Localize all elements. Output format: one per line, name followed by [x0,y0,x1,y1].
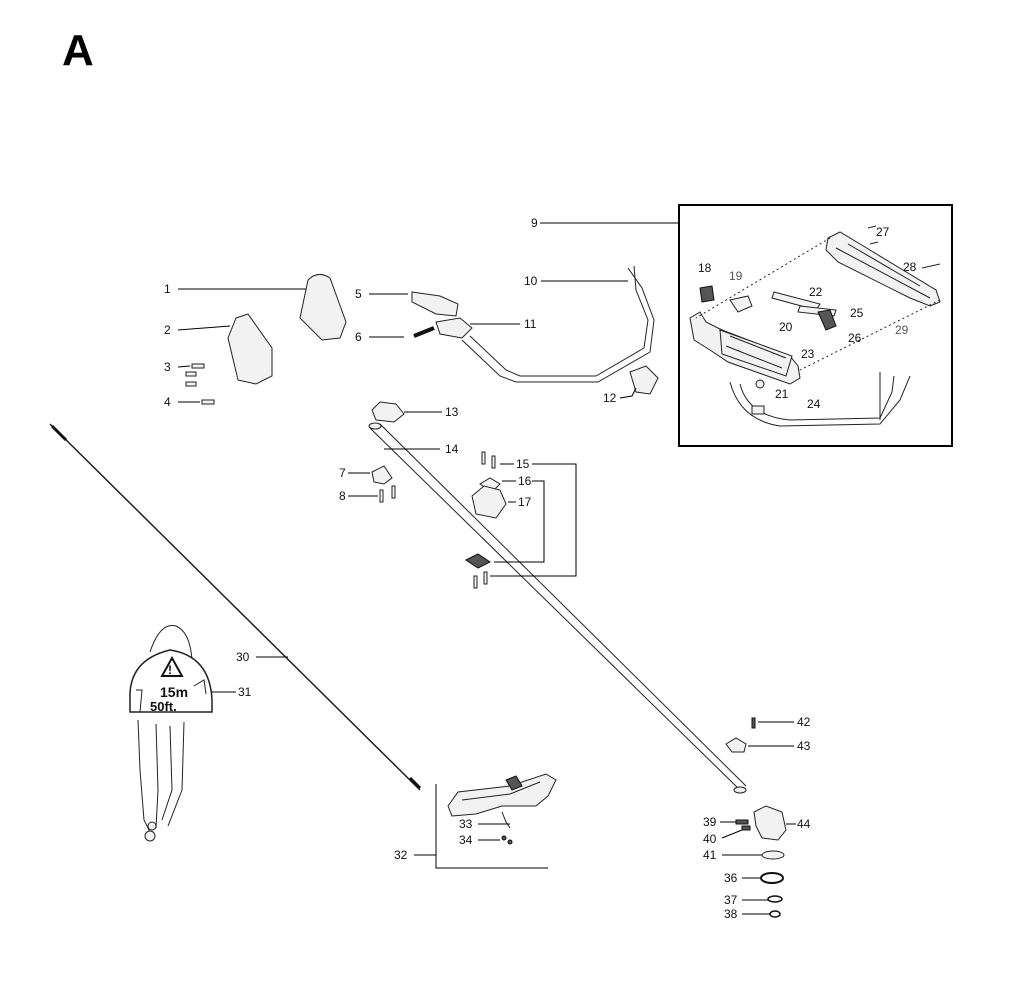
callout-32: 32 [394,848,408,862]
part-13-drawing [371,401,405,423]
part-2-drawing [227,313,273,385]
decal-distance-imperial: 50ft. [150,699,177,714]
callout-9: 9 [531,216,538,230]
handle-inset-frame [678,204,953,447]
part-37-drawing [767,895,783,903]
callout-29: 29 [895,323,909,337]
callout-13: 13 [445,405,459,419]
callout-21: 21 [775,387,789,401]
callout-24: 24 [807,397,821,411]
callout-38: 38 [724,907,738,921]
callout-1: 1 [164,282,171,296]
callout-16: 16 [518,474,532,488]
callout-34: 34 [459,833,473,847]
callout-10: 10 [524,274,538,288]
callout-33: 33 [459,817,473,831]
part-43-drawing [725,737,747,753]
callout-26: 26 [848,331,862,345]
callout-20: 20 [779,320,793,334]
callout-37: 37 [724,893,738,907]
callout-17: 17 [518,495,532,509]
callout-3: 3 [164,360,171,374]
part-11-drawing [435,317,473,339]
part-32-guard-drawing [447,773,557,845]
part-6-drawing [413,326,435,338]
callout-41: 41 [703,848,717,862]
part-5-drawing [411,291,459,317]
bolts-39-40-drawing [735,819,751,831]
part-1-drawing [299,274,347,341]
part-42-drawing [751,717,756,729]
callout-7: 7 [339,466,346,480]
lower-clamp-drawing [465,553,491,569]
callout-36: 36 [724,871,738,885]
part-7-drawing [371,465,393,485]
part-41-drawing [761,850,785,860]
callout-19: 19 [729,269,743,283]
sheet-letter: A [62,26,94,75]
svg-text:!: ! [168,663,172,677]
part-31-harness-drawing: ! 15m 50ft. [129,625,213,842]
part-44-drawing [753,805,787,841]
screws-8-drawing [379,485,396,503]
decal-distance-metric: 15m [160,684,188,700]
callout-15: 15 [516,457,530,471]
callout-4: 4 [164,395,171,409]
callout-30: 30 [236,650,250,664]
leader-lines [177,222,796,915]
callout-28: 28 [903,260,917,274]
screws-3-4-drawing [185,363,215,405]
callout-18: 18 [698,261,712,275]
callout-22: 22 [809,285,823,299]
part-10-drawing [461,267,655,383]
handle-assembly-drawing [689,225,941,427]
callout-8: 8 [339,489,346,503]
callout-43: 43 [797,739,811,753]
screws-15-drawing [473,451,496,589]
callout-23: 23 [801,347,815,361]
callout-2: 2 [164,323,171,337]
callout-39: 39 [703,815,717,829]
callout-6: 6 [355,330,362,344]
part-14-shaft-drawing [368,422,747,794]
callout-11: 11 [524,317,537,331]
callout-labels: 1 2 3 4 5 6 7 8 9 10 11 12 13 14 15 16 1… [164,216,917,921]
callout-42: 42 [797,715,811,729]
callout-27: 27 [876,225,890,239]
callout-5: 5 [355,287,362,301]
callout-31: 31 [238,685,252,699]
part-36-drawing [760,872,784,884]
callout-12: 12 [603,391,617,405]
callout-44: 44 [797,817,811,831]
callout-40: 40 [703,832,717,846]
part-12-drawing [629,365,659,395]
part-30-drive-shaft-drawing [49,423,422,791]
part-17-drawing [471,485,507,519]
part-38-drawing [769,910,781,918]
callout-14: 14 [445,442,459,456]
callout-25: 25 [850,306,864,320]
